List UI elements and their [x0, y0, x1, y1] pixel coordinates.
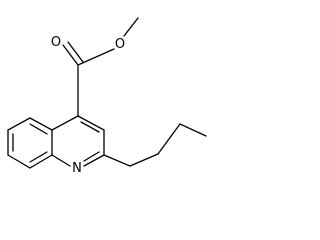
- bond: [103, 154, 131, 167]
- pyridine-ring: [51, 115, 105, 167]
- ester-oxygen-label: O: [115, 37, 125, 52]
- bond: [83, 154, 105, 167]
- double-bond-inner: [67, 41, 84, 63]
- bond: [29, 154, 53, 169]
- benzene-ring: [7, 117, 53, 169]
- bond: [77, 115, 105, 131]
- bond: [77, 48, 115, 66]
- methyl-ester-group: O O: [51, 17, 139, 117]
- bond: [7, 117, 31, 131]
- quinoline-ester-structure: O O N: [7, 17, 207, 176]
- bond: [179, 123, 207, 137]
- bond: [62, 44, 79, 66]
- bond: [51, 154, 71, 167]
- ring-nitrogen-label: N: [72, 161, 82, 176]
- bond: [123, 17, 139, 37]
- bond: [29, 117, 53, 131]
- double-bond-inner: [80, 121, 100, 133]
- bond: [129, 153, 159, 167]
- bond: [157, 123, 181, 155]
- double-bond-inner: [29, 123, 48, 135]
- double-bond-inner: [83, 151, 100, 162]
- isobutyl-group: [103, 123, 207, 167]
- bond: [7, 154, 31, 169]
- double-bond-inner: [29, 151, 48, 163]
- carbonyl-oxygen-label: O: [51, 35, 61, 50]
- bond: [51, 115, 79, 131]
